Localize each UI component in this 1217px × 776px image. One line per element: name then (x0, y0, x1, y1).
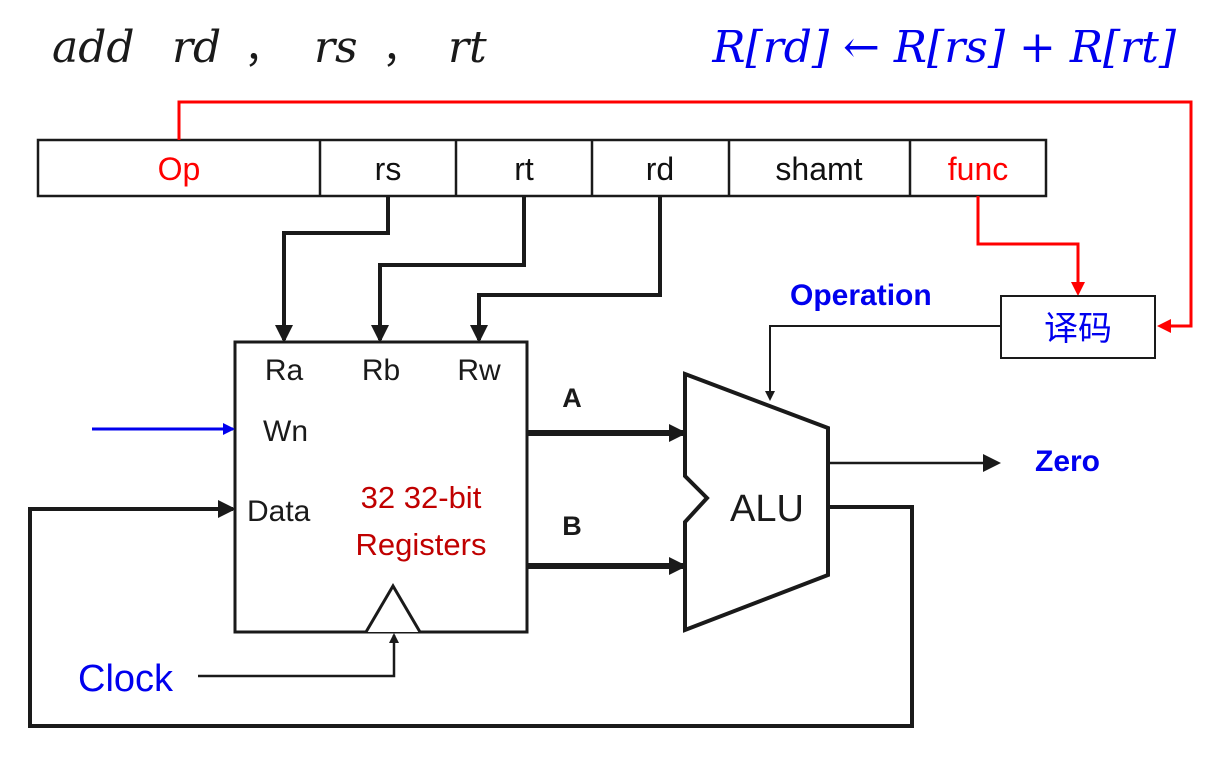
field-rt: rt (514, 151, 534, 187)
func-to-decoder-wire (976, 196, 1085, 296)
operation-label: Operation (790, 279, 932, 312)
field-rd: rd (646, 151, 674, 187)
instruction-operand-rs: rs (314, 22, 358, 73)
alu-shape (683, 371, 830, 633)
instruction-operand-rd: rd (172, 22, 221, 73)
clock-wire (198, 633, 399, 678)
field-op: Op (158, 151, 201, 187)
field-shamt: shamt (775, 151, 862, 187)
rs-to-ra-wire (275, 196, 390, 343)
register-file-title-line1: 32 32-bit (361, 480, 482, 515)
decoder-label: 译码 (1044, 310, 1112, 348)
instruction-operand-rt: rt (448, 22, 487, 73)
bus-b-label: B (562, 511, 582, 541)
field-func: func (948, 151, 1008, 187)
data-port-label: Data (247, 495, 311, 528)
alu-result-writeback-wire (28, 500, 914, 728)
operation-control-wire (765, 325, 1001, 401)
port-rw-label: Rw (457, 354, 501, 387)
register-file-box (233, 340, 529, 634)
rt-to-rb-wire (371, 196, 526, 343)
op-to-decoder-wire (177, 100, 1193, 333)
wn-label: Wn (263, 415, 308, 448)
instruction-format-bar: Op rs rt rd shamt func (36, 138, 1048, 198)
field-rs: rs (375, 151, 402, 187)
port-rb-label: Rb (362, 354, 400, 387)
alu-label: ALU (730, 488, 804, 530)
port-ra-label: Ra (265, 354, 304, 387)
bus-a-label: A (562, 383, 582, 413)
instruction-mnemonic: add (52, 22, 135, 73)
clock-triangle-icon (364, 583, 422, 633)
zero-label: Zero (1035, 445, 1100, 478)
instruction-separator: ， (244, 27, 284, 71)
register-file-title-line2: Registers (356, 527, 487, 562)
rd-to-rw-wire (470, 196, 662, 343)
instruction-separator: ， (382, 27, 422, 71)
rtl-description: R[rd] ← R[rs] + R[rt] (711, 22, 1176, 73)
clock-label: Clock (78, 658, 174, 700)
